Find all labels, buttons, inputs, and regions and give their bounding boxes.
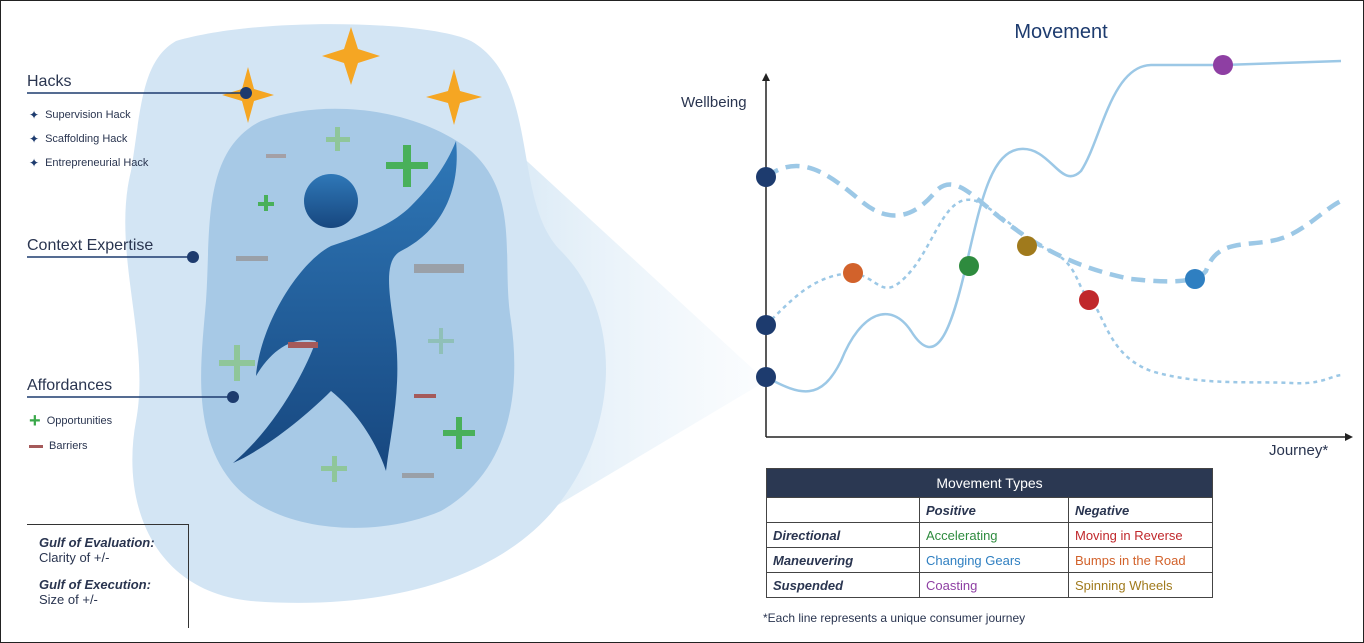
table-header-cell: Positive	[919, 497, 1069, 523]
star-icon	[426, 69, 482, 125]
bumps-in-the-road-marker	[843, 263, 863, 283]
row-label: Maneuvering	[766, 547, 920, 573]
plus-icon	[443, 417, 475, 449]
table-header-cell	[766, 497, 920, 523]
y-axis-label: Wellbeing	[681, 94, 747, 111]
plus-icon	[386, 145, 428, 187]
affordance-label: Opportunities	[46, 415, 113, 427]
x-axis-label: Journey*	[1269, 442, 1329, 459]
minus-icon	[29, 444, 43, 448]
spinning-wheels-marker	[1017, 236, 1037, 256]
list-item: ✦ Scaffolding Hack	[29, 133, 127, 145]
star-bullet-icon: ✦	[29, 132, 40, 146]
coasting-marker	[1213, 55, 1233, 75]
journey-start-dot	[756, 367, 776, 387]
positive-cell: Accelerating	[919, 522, 1069, 548]
negative-cell: Spinning Wheels	[1068, 572, 1213, 598]
gulf-evaluation-title: Gulf of Evaluation:	[39, 535, 155, 550]
plus-icon	[219, 345, 255, 381]
plus-icon: +	[29, 410, 41, 432]
affordances-marker	[227, 391, 239, 403]
hack-label: Supervision Hack	[45, 109, 131, 121]
table-row: Directional Accelerating Moving in Rever…	[766, 522, 1213, 548]
journey-start-dot	[756, 167, 776, 187]
journey-line-dotted	[765, 198, 1342, 385]
affordance-label: Barriers	[49, 440, 88, 452]
moving-in-reverse-marker	[1079, 290, 1099, 310]
accelerating-marker	[959, 256, 979, 276]
hack-label: Scaffolding Hack	[45, 133, 128, 145]
changing-gears-marker	[1185, 269, 1205, 289]
context-marker	[187, 251, 199, 263]
row-label: Suspended	[766, 572, 920, 598]
footnote: *Each line represents a unique consumer …	[763, 611, 1026, 625]
positive-cell: Coasting	[919, 572, 1069, 598]
hack-label: Entrepreneurial Hack	[45, 157, 149, 169]
list-item: + Opportunities	[29, 410, 113, 432]
star-bullet-icon: ✦	[29, 108, 40, 122]
affordances-title: Affordances	[27, 377, 113, 394]
row-label: Directional	[766, 522, 920, 548]
negative-cell: Bumps in the Road	[1068, 547, 1213, 573]
positive-cell: Changing Gears	[919, 547, 1069, 573]
star-bullet-icon: ✦	[29, 156, 40, 170]
plus-icon	[321, 456, 347, 482]
table-header-cell: Negative	[1068, 497, 1213, 523]
table-header-row: Positive Negative	[766, 497, 1213, 523]
minus-icon	[236, 154, 464, 478]
list-item: ✦ Supervision Hack	[29, 109, 131, 121]
star-icon	[322, 27, 380, 85]
table-row: Suspended Coasting Spinning Wheels	[766, 572, 1213, 598]
negative-cell: Moving in Reverse	[1068, 522, 1213, 548]
context-expertise-title: Context Expertise	[27, 237, 154, 254]
person-figure-icon	[233, 141, 457, 471]
list-item: Barriers	[29, 440, 88, 452]
gulf-box: Gulf of Evaluation: Clarity of +/- Gulf …	[27, 524, 189, 628]
journey-start-dot	[756, 315, 776, 335]
gulf-execution-title: Gulf of Execution:	[39, 577, 151, 592]
table-row: Maneuvering Changing Gears Bumps in the …	[766, 547, 1213, 573]
hacks-title: Hacks	[27, 73, 72, 90]
movement-types-table: Movement Types Positive Negative Directi…	[766, 468, 1213, 598]
plus-icon	[258, 195, 274, 211]
gulf-evaluation-text: Clarity of +/-	[39, 550, 110, 565]
chart-title: Movement	[1014, 21, 1108, 43]
plus-icon	[428, 328, 454, 354]
leader-lines	[27, 92, 246, 398]
gulf-execution-text: Size of +/-	[39, 592, 98, 607]
list-item: ✦ Entrepreneurial Hack	[29, 157, 148, 169]
plus-icon	[326, 127, 350, 151]
table-title: Movement Types	[766, 468, 1213, 498]
journey-line-dashed	[764, 163, 1343, 284]
hacks-marker	[240, 87, 252, 99]
journey-line-solid	[765, 59, 1342, 393]
